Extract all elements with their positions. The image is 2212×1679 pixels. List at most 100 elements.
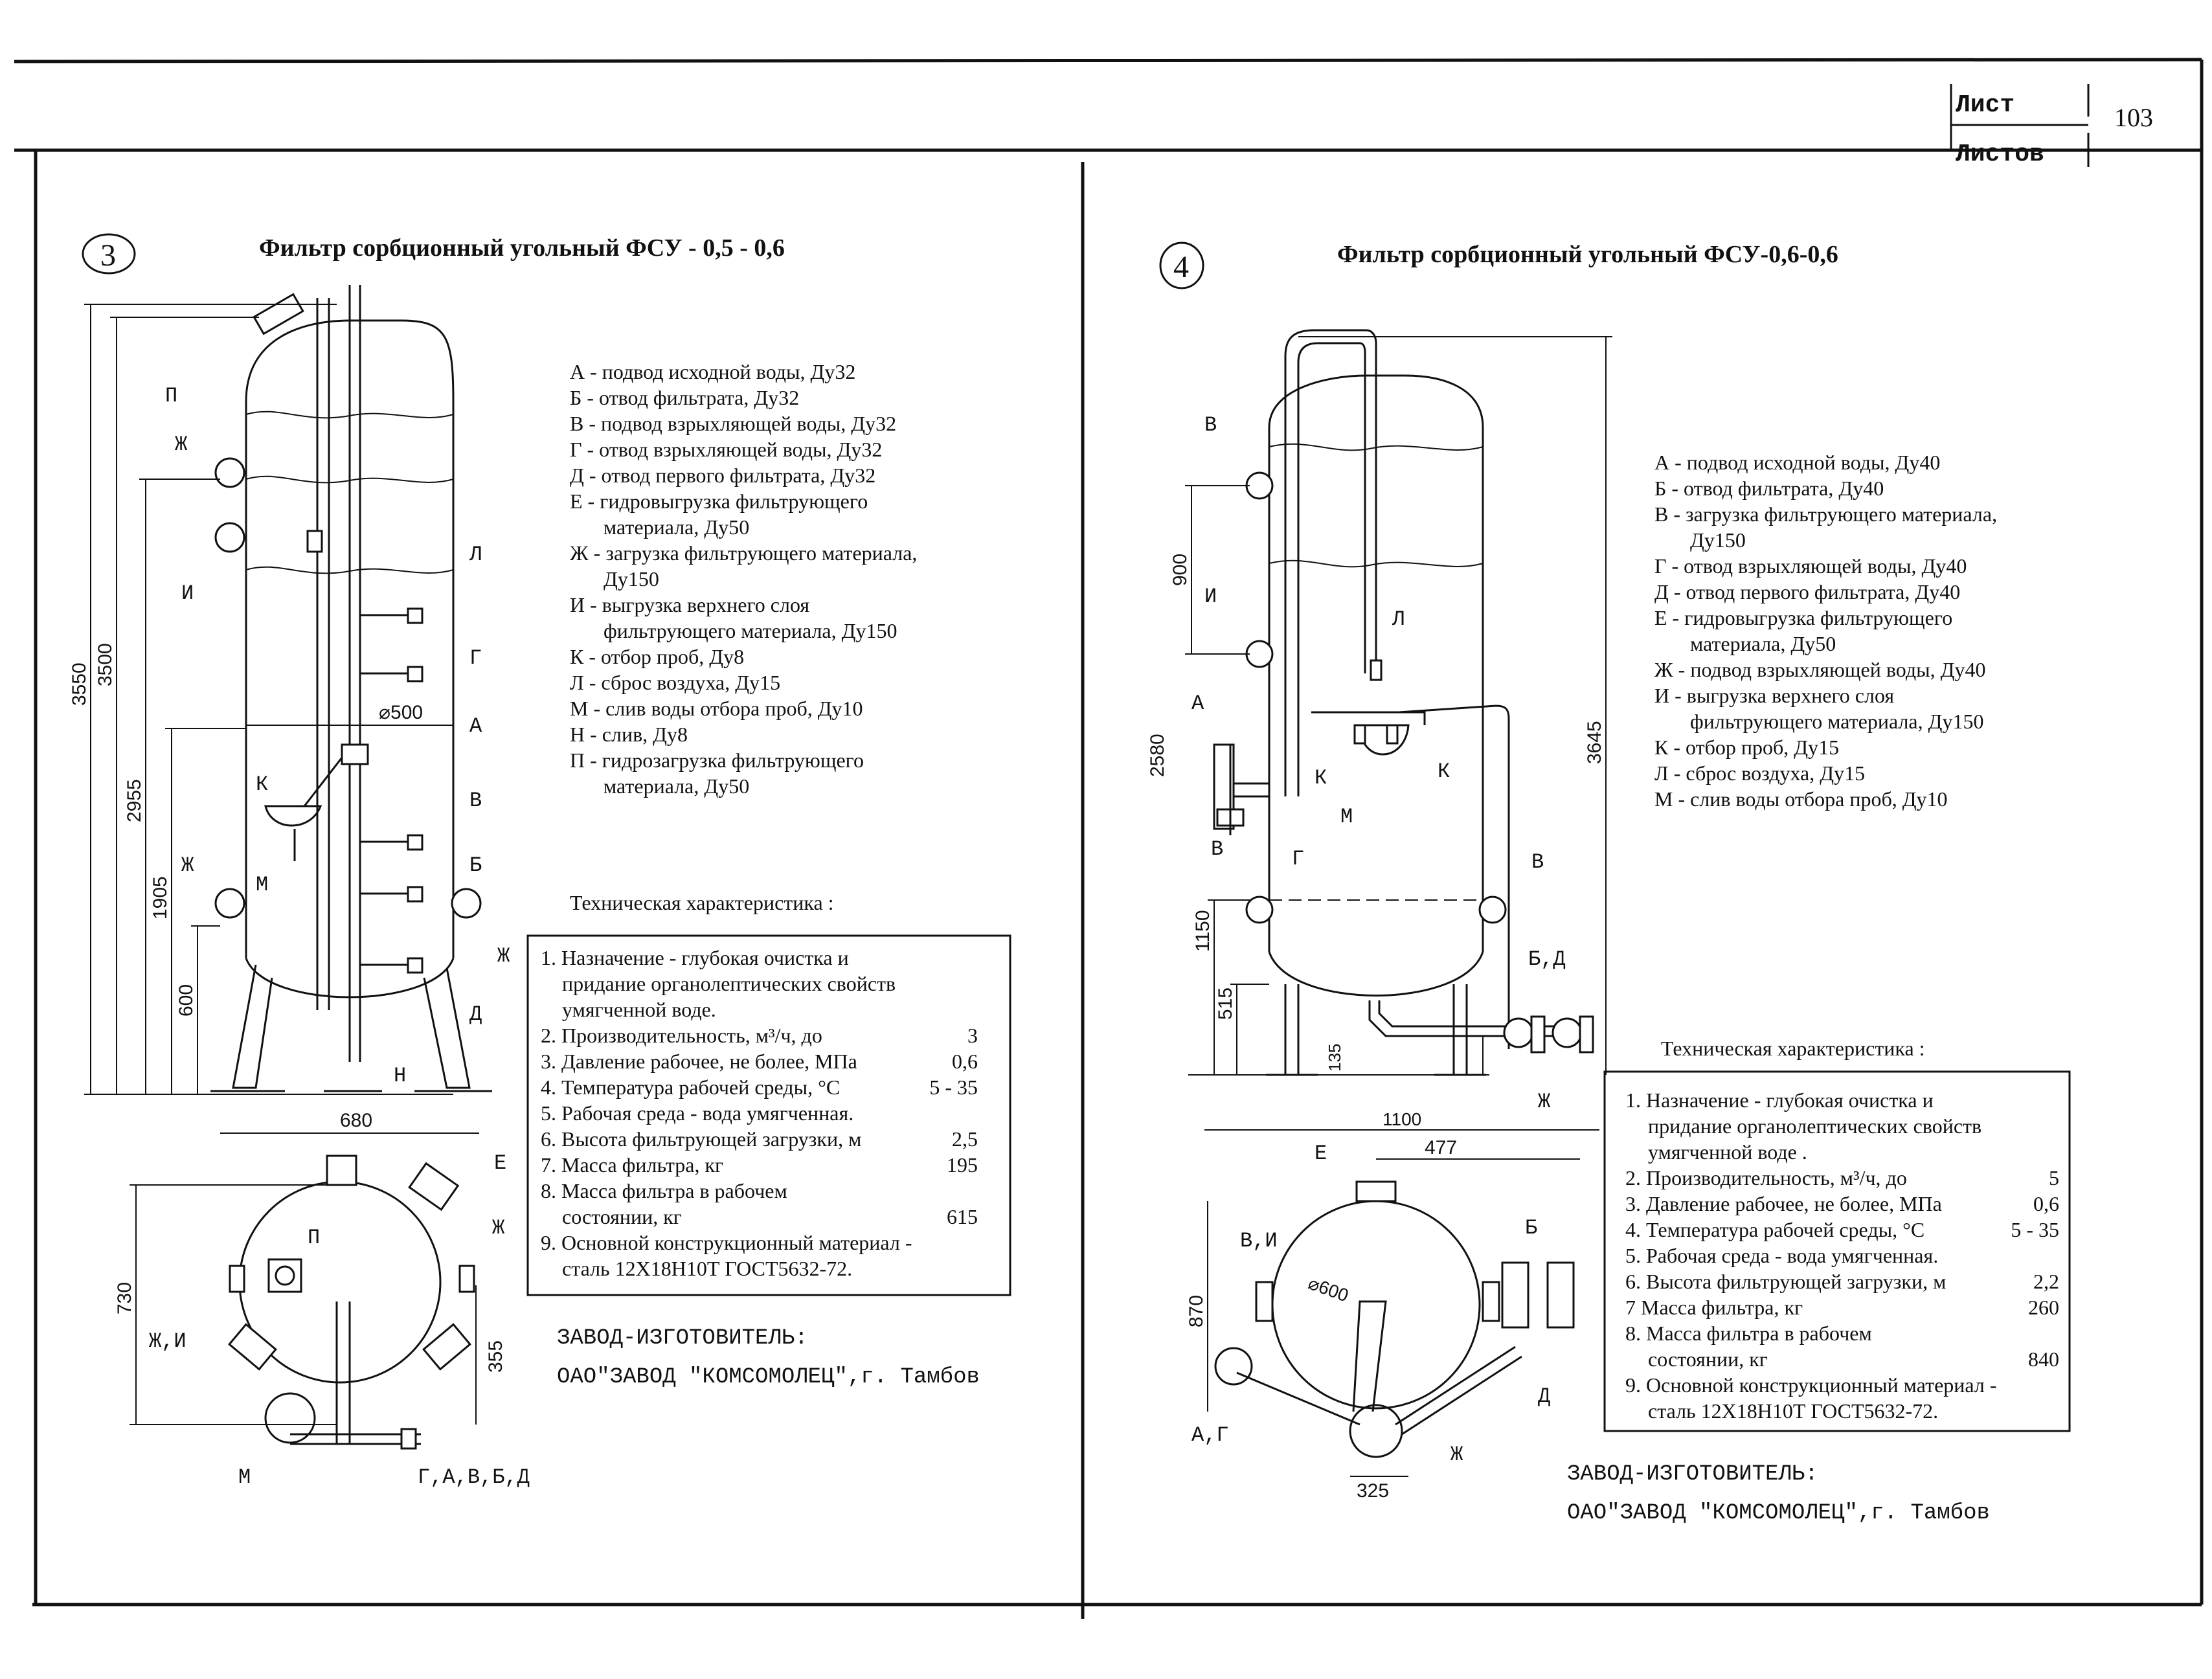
left-dim-3500: 3500: [95, 643, 116, 686]
right-dim-900: 900: [1169, 554, 1191, 586]
left-elevation-labels: П Ж И Л Г А К М В Ж Б Ж Д Н: [165, 384, 510, 1088]
right-legend-line-2: Б - отвод фильтрата, Ду40: [1654, 477, 1884, 500]
left-label-Zh-right: Ж: [497, 944, 510, 968]
right-spec: 1. Назначение - глубокая очистка и прида…: [1625, 1088, 2059, 1423]
left-label-M: М: [256, 873, 268, 897]
sheet-number: 103: [2114, 103, 2153, 132]
right-legend-line-5: Г - отвод взрыхляющей воды, Ду40: [1654, 554, 1967, 578]
right-legend-line-1: А - подвод исходной воды, Ду40: [1654, 451, 1940, 474]
left-legend-line-15: Н - слив, Ду8: [570, 723, 688, 746]
right-dim-870: 870: [1186, 1295, 1207, 1327]
right-plan-label-AG: А,Г: [1191, 1423, 1229, 1447]
right-legend-line-4: Ду150: [1690, 528, 1746, 552]
left-plan-label-E: Е: [494, 1151, 506, 1175]
right-plan-label-Zh: Ж: [1450, 1443, 1463, 1467]
left-label-L: Л: [469, 543, 482, 567]
left-spec-label-3: умягченной воде.: [562, 998, 716, 1021]
right-spec-value-5: 0,6: [2033, 1192, 2059, 1215]
right-plan-label-E: Е: [1315, 1142, 1327, 1166]
right-spec-label-12: 9. Основной конструкционный материал -: [1625, 1373, 1997, 1397]
left-legend-line-8: Ж - загрузка фильтрующего материала,: [570, 541, 917, 565]
left-spec-value-9: 195: [947, 1153, 978, 1177]
right-spec-label-3: умягченной воде .: [1648, 1140, 1807, 1164]
right-item-number-circle: [1159, 242, 1204, 289]
right-maker-title: ЗАВОД-ИЗГОТОВИТЕЛЬ:: [1567, 1462, 1818, 1487]
right-legend-line-11: фильтрующего материала, Ду150: [1690, 710, 1983, 733]
right-legend-line-7: Е - гидровыгрузка фильтрующего: [1654, 606, 1952, 629]
right-maker: ОАО"ЗАВОД "КОМСОМОЛЕЦ",г. Тамбов: [1567, 1501, 1990, 1526]
left-legend-line-10: И - выгрузка верхнего слоя: [570, 593, 809, 616]
right-spec-value-9: 260: [2028, 1296, 2059, 1319]
left-spec-title: Техническая характеристика :: [570, 891, 834, 914]
right-spec-label-5: 3. Давление рабочее, не более, МПа: [1625, 1192, 1942, 1215]
left-legend-line-11: фильтрующего материала, Ду150: [604, 619, 897, 642]
right-dim-d600: ⌀600: [1305, 1273, 1351, 1306]
right-spec-value-11: 840: [2028, 1347, 2059, 1371]
right-legend-line-6: Д - отвод первого фильтрата, Ду40: [1654, 580, 1960, 603]
left-label-G: Г: [469, 646, 482, 670]
right-legend-line-10: И - выгрузка верхнего слоя: [1654, 684, 1894, 707]
right-vertical-dimensions: 900 2580 1150 515 135 3645: [1147, 336, 1612, 1076]
right-spec-value-8: 2,2: [2033, 1270, 2059, 1293]
left-spec-value-5: 0,6: [952, 1050, 978, 1073]
right-label-G: Г: [1292, 847, 1304, 871]
left-spec-label-8: 6. Высота фильтрующей загрузки, м: [541, 1127, 861, 1151]
right-spec-label-6: 4. Температура рабочей среды, °С: [1625, 1218, 1924, 1241]
left-label-B: Б: [469, 853, 482, 877]
left-legend: А - подвод исходной воды, Ду32 Б - отвод…: [570, 360, 917, 798]
left-dim-3550: 3550: [69, 662, 90, 706]
right-legend-line-9: Ж - подвод взрыхляющей воды, Ду40: [1654, 658, 1985, 681]
left-dim-600: 600: [175, 984, 197, 1017]
right-elevation-labels: В И Л А К К М В Г В Б,Д Ж: [1191, 413, 1566, 1114]
left-title: Фильтр сорбционный угольный ФСУ - 0,5 - …: [259, 234, 785, 262]
left-legend-line-16: П - гидрозагрузка фильтрующего: [570, 749, 864, 772]
left-label-I: И: [181, 581, 194, 605]
title-block: Лист 103 Листов: [1950, 84, 2153, 168]
right-legend: А - подвод исходной воды, Ду40 Б - отвод…: [1654, 451, 1997, 811]
right-label-I: И: [1204, 585, 1217, 609]
left-dim-680: 680: [340, 1110, 372, 1131]
right-spec-value-4: 5: [2049, 1166, 2059, 1189]
left-plan-label-Zh: Ж: [492, 1216, 505, 1240]
right-spec-label-4: 2. Производительность, м³/ч, до: [1625, 1166, 1907, 1189]
left-spec-label-10: 8. Масса фильтра в рабочем: [541, 1179, 787, 1202]
right-spec-label-10: 8. Масса фильтра в рабочем: [1625, 1322, 1872, 1345]
left-vessel-elevation: ⌀500: [210, 285, 492, 1092]
left-label-V: В: [469, 789, 482, 813]
left-spec-value-11: 615: [947, 1205, 978, 1228]
left-dim-355: 355: [485, 1340, 506, 1373]
right-spec-value-6: 5 - 35: [2011, 1218, 2059, 1241]
left-panel: 3 Фильтр сорбционный угольный ФСУ - 0,5 …: [69, 233, 1011, 1489]
right-plan-view: 1100 477 ⌀600 870 325 Е В,И Б Д А,Г Ж: [1186, 1109, 1599, 1502]
right-legend-line-14: М - слив воды отбора проб, Ду10: [1654, 787, 1948, 811]
left-plan-label-P: П: [308, 1226, 320, 1250]
left-item-number-circle: [82, 233, 136, 275]
right-label-A: А: [1191, 692, 1204, 716]
left-dim-d500: ⌀500: [379, 702, 423, 723]
left-legend-line-9: Ду150: [604, 567, 659, 591]
right-plan-label-D: Д: [1538, 1384, 1550, 1408]
left-legend-line-13: Л - сброс воздуха, Ду15: [570, 671, 780, 694]
left-spec-value-6: 5 - 35: [929, 1076, 978, 1099]
left-spec: 1. Назначение - глубокая очистка и прида…: [541, 946, 978, 1280]
right-label-V-top: В: [1204, 413, 1217, 437]
left-spec-label-7: 5. Рабочая среда - вода умягченная.: [541, 1101, 853, 1125]
right-spec-label-11: состоянии, кг: [1648, 1347, 1768, 1371]
right-panel: 4 Фильтр сорбционный угольный ФСУ-0,6-0,…: [1147, 241, 2071, 1526]
right-item-number: 4: [1173, 250, 1189, 284]
left-spec-label-5: 3. Давление рабочее, не более, МПа: [541, 1050, 857, 1073]
left-legend-line-14: М - слив воды отбора проб, Ду10: [570, 697, 863, 720]
right-legend-line-3: В - загрузка фильтрующего материала,: [1654, 502, 1997, 526]
left-spec-value-4: 3: [967, 1024, 978, 1047]
left-plan-label-ZhI: Ж,И: [149, 1329, 186, 1353]
left-spec-label-12: 9. Основной конструкционный материал -: [541, 1231, 912, 1254]
left-label-Zh-top: Ж: [175, 433, 188, 456]
left-spec-label-6: 4. Температура рабочей среды, °С: [541, 1076, 840, 1099]
right-spec-label-7: 5. Рабочая среда - вода умягченная.: [1625, 1244, 1938, 1267]
right-label-V-right: В: [1531, 850, 1544, 874]
left-legend-line-17: материала, Ду50: [604, 774, 749, 798]
left-spec-label-2: придание органолептических свойств: [562, 972, 896, 995]
right-label-BD: Б,Д: [1528, 947, 1566, 971]
left-vertical-dimensions: 3550 3500 2955 1905 600: [69, 304, 453, 1095]
left-label-D: Д: [469, 1002, 482, 1026]
